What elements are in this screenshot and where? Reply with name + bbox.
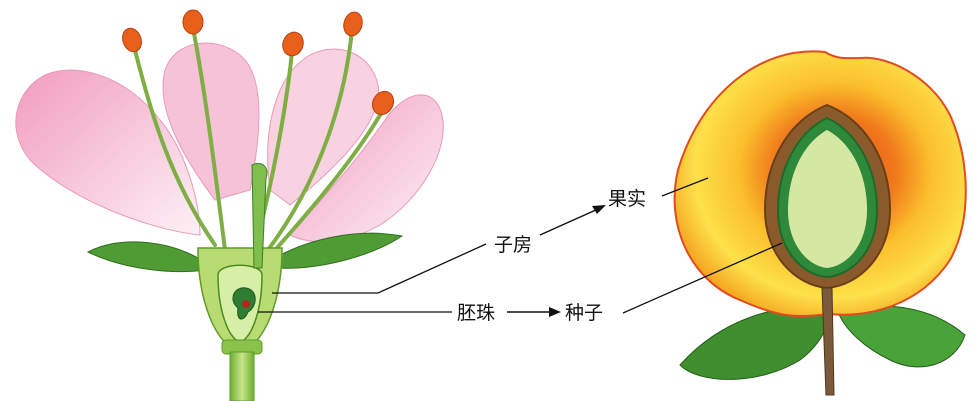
petal-left <box>15 69 201 236</box>
leader-fruit <box>661 177 709 197</box>
ovule-marker <box>232 287 256 320</box>
sepal-left <box>86 241 206 273</box>
labels: 子房 果实 胚珠 种子 <box>457 188 646 324</box>
seed-embryo <box>788 130 867 268</box>
label-ovary: 子房 <box>494 234 532 256</box>
anthers <box>122 9 395 116</box>
fruit-stalk <box>821 287 835 396</box>
petal-back-left <box>162 42 260 201</box>
flower-illustration <box>15 9 444 401</box>
arrow-ovary-to-fruit-head <box>592 205 606 214</box>
flower-stalk <box>229 351 255 401</box>
arrows <box>507 205 606 317</box>
leader-lines <box>258 177 783 314</box>
sepal-right <box>274 232 404 269</box>
leader-seed <box>622 242 783 314</box>
petal-back-right <box>267 48 380 206</box>
label-seed: 种子 <box>565 302 603 324</box>
pistil-style <box>251 163 268 269</box>
label-ovule: 胚珠 <box>457 302 495 324</box>
leader-ovary-diagonal <box>377 243 487 294</box>
leaf-right <box>837 305 966 368</box>
fruit-illustration <box>673 50 967 396</box>
stamen-filaments <box>133 26 385 252</box>
arrow-ovule-to-seed-head <box>549 307 561 317</box>
leaf-left <box>679 307 831 380</box>
label-fruit: 果实 <box>608 188 646 210</box>
arrow-ovary-to-fruit-line <box>539 208 599 236</box>
